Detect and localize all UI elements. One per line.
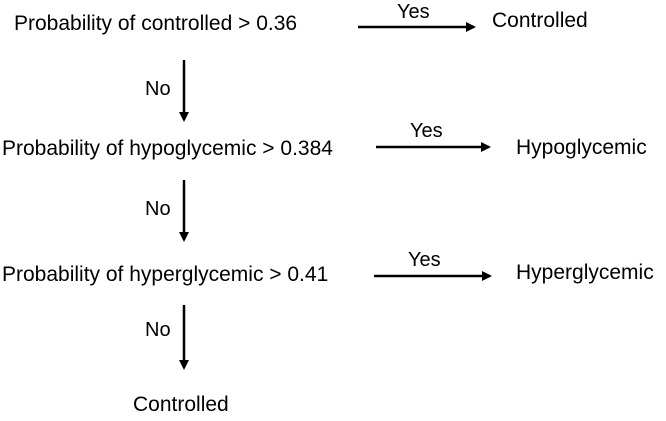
yes-label-1: Yes xyxy=(397,1,430,23)
condition-controlled: Probability of controlled > 0.36 xyxy=(14,12,297,35)
no-label-1: No xyxy=(145,78,171,100)
outcome-hyperglycemic: Hyperglycemic xyxy=(516,261,654,284)
yes-label-2: Yes xyxy=(410,120,443,142)
final-outcome-controlled: Controlled xyxy=(133,393,229,416)
condition-hypoglycemic: Probability of hypoglycemic > 0.384 xyxy=(2,137,333,160)
outcome-hypoglycemic: Hypoglycemic xyxy=(516,136,647,159)
condition-hyperglycemic: Probability of hyperglycemic > 0.41 xyxy=(2,263,328,286)
no-label-2: No xyxy=(145,198,171,220)
yes-label-3: Yes xyxy=(408,249,441,271)
outcome-controlled: Controlled xyxy=(492,9,588,32)
no-label-3: No xyxy=(145,319,171,341)
